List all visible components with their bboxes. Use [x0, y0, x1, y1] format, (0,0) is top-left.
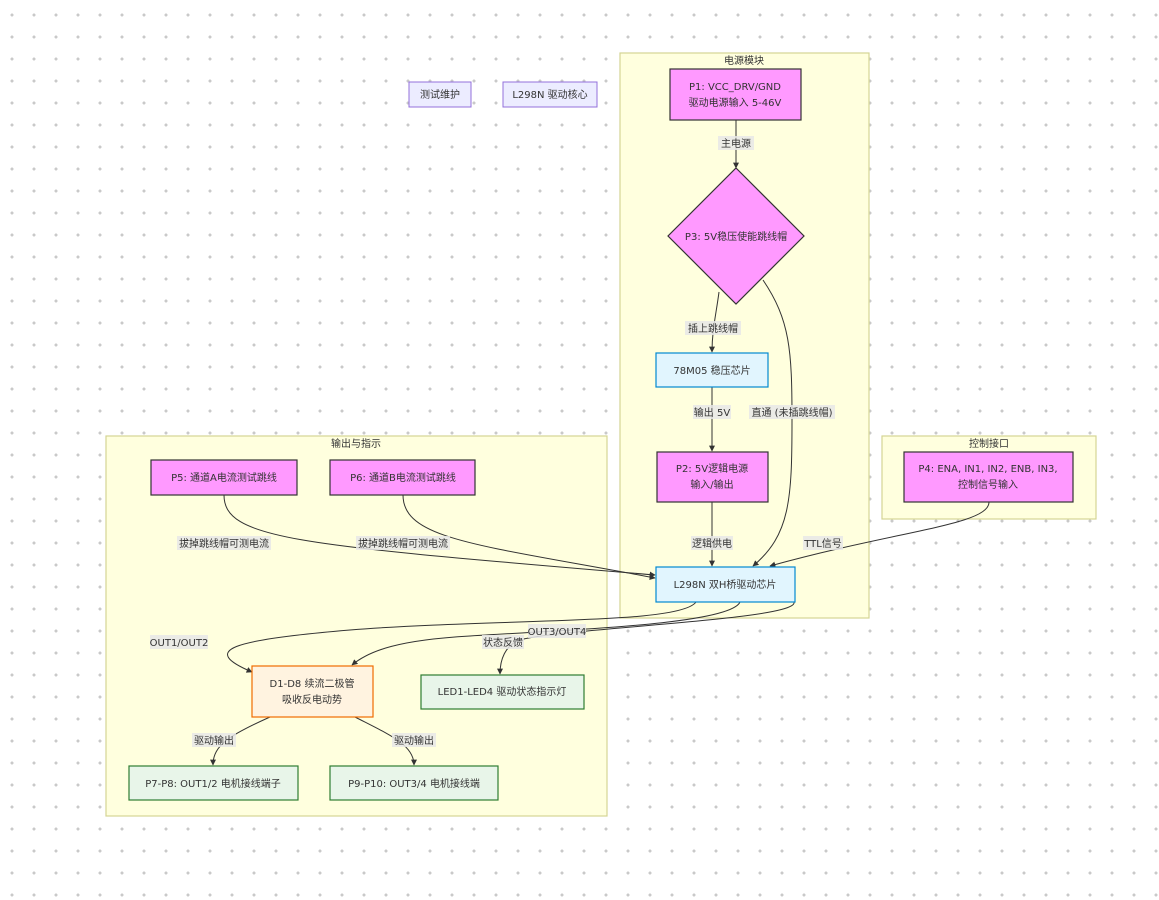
svg-text:P1: VCC_DRV/GND: P1: VCC_DRV/GND — [689, 82, 781, 93]
node-p3[interactable]: P3: 5V稳压使能跳线帽 — [667, 167, 805, 305]
svg-text:OUT1/OUT2: OUT1/OUT2 — [150, 638, 209, 649]
svg-text:输出 5V: 输出 5V — [694, 406, 731, 419]
legend-core-label: L298N 驱动核心 — [512, 88, 587, 101]
svg-text:L298N 双H桥驱动芯片: L298N 双H桥驱动芯片 — [674, 578, 777, 591]
edge-label-main-power: 主电源 — [718, 136, 754, 150]
svg-text:P2: 5V逻辑电源: P2: 5V逻辑电源 — [676, 462, 748, 475]
svg-text:OUT3/OUT4: OUT3/OUT4 — [528, 627, 587, 638]
edge-p5-l298n — [223, 494, 656, 578]
svg-text:驱动电源输入 5-46V: 驱动电源输入 5-46V — [689, 96, 782, 109]
edge-label-direct: 直通 (未插跳线帽) — [749, 405, 835, 419]
node-p6[interactable]: P6: 通道B电流测试跳线 — [329, 459, 476, 496]
legend-core: L298N 驱动核心 — [502, 81, 598, 108]
svg-text:P9-P10: OUT3/4 电机接线端: P9-P10: OUT3/4 电机接线端 — [348, 777, 480, 790]
node-p1[interactable]: P1: VCC_DRV/GND 驱动电源输入 5-46V — [669, 68, 802, 121]
svg-text:78M05 稳压芯片: 78M05 稳压芯片 — [673, 364, 750, 377]
edge-label-remove-a: 拔掉跳线帽可测电流 — [177, 536, 271, 550]
node-p9[interactable]: P9-P10: OUT3/4 电机接线端 — [329, 765, 499, 801]
edge-l298n-diode-b — [351, 601, 741, 666]
node-p7[interactable]: P7-P8: OUT1/2 电机接线端子 — [128, 765, 299, 801]
node-p2[interactable]: P2: 5V逻辑电源 输入/输出 — [656, 451, 769, 503]
svg-text:拔掉跳线帽可测电流: 拔掉跳线帽可测电流 — [358, 537, 448, 550]
cluster-output: 输出与指示 — [105, 435, 608, 817]
edge-label-logic: 逻辑供电 — [691, 536, 733, 550]
svg-text:TTL信号: TTL信号 — [803, 538, 842, 550]
svg-text:驱动输出: 驱动输出 — [194, 734, 234, 747]
svg-text:P6: 通道B电流测试跳线: P6: 通道B电流测试跳线 — [350, 471, 456, 484]
edge-label-status: 状态反馈 — [482, 635, 524, 649]
svg-text:吸收反电动势: 吸收反电动势 — [282, 693, 342, 706]
cluster-power-title: 电源模块 — [724, 54, 764, 67]
svg-text:输入/输出: 输入/输出 — [690, 478, 733, 491]
svg-text:直通 (未插跳线帽): 直通 (未插跳线帽) — [752, 406, 833, 419]
svg-text:拔掉跳线帽可测电流: 拔掉跳线帽可测电流 — [179, 537, 269, 550]
cluster-output-title: 输出与指示 — [331, 437, 381, 450]
svg-text:状态反馈: 状态反馈 — [483, 636, 523, 649]
node-led[interactable]: LED1-LED4 驱动状态指示灯 — [420, 674, 585, 710]
cluster-control-title: 控制接口 — [969, 437, 1009, 450]
svg-text:驱动输出: 驱动输出 — [394, 734, 434, 747]
svg-text:控制信号输入: 控制信号输入 — [958, 478, 1018, 491]
edge-labels: 主电源 插上跳线帽 输出 5V 直通 (未插跳线帽) 逻辑供电 TTL信号 拔掉… — [150, 136, 843, 747]
node-p4[interactable]: P4: ENA, IN1, IN2, ENB, IN3, 控制信号输入 — [903, 451, 1074, 503]
edge-l298n-diode-a — [227, 601, 697, 673]
svg-text:主电源: 主电源 — [721, 137, 751, 150]
svg-text:插上跳线帽: 插上跳线帽 — [688, 322, 738, 335]
node-regulator[interactable]: 78M05 稳压芯片 — [655, 352, 769, 388]
svg-text:D1-D8 续流二极管: D1-D8 续流二极管 — [270, 677, 355, 690]
edge-label-jumper-on: 插上跳线帽 — [685, 321, 741, 335]
edges — [210, 120, 990, 766]
edge-label-out12: OUT1/OUT2 — [150, 635, 209, 649]
edge-label-out5v: 输出 5V — [693, 405, 731, 419]
edge-label-ttl: TTL信号 — [803, 536, 843, 550]
edge-p4-l298n — [769, 501, 990, 568]
svg-text:逻辑供电: 逻辑供电 — [692, 537, 732, 550]
edge-p6-l298n — [402, 494, 656, 580]
svg-text:P5: 通道A电流测试跳线: P5: 通道A电流测试跳线 — [171, 471, 277, 484]
node-p5[interactable]: P5: 通道A电流测试跳线 — [150, 459, 298, 496]
svg-text:LED1-LED4 驱动状态指示灯: LED1-LED4 驱动状态指示灯 — [438, 685, 567, 698]
svg-text:P7-P8: OUT1/2 电机接线端子: P7-P8: OUT1/2 电机接线端子 — [145, 777, 281, 790]
edge-label-drive-a: 驱动输出 — [192, 733, 236, 747]
edge-label-remove-b: 拔掉跳线帽可测电流 — [356, 536, 450, 550]
node-diode[interactable]: D1-D8 续流二极管 吸收反电动势 — [251, 665, 374, 718]
edge-p3-l298n — [752, 279, 793, 567]
edge-label-out34: OUT3/OUT4 — [528, 624, 587, 638]
legend-test-label: 测试维护 — [420, 88, 460, 101]
svg-text:P4: ENA, IN1, IN2, ENB, IN3,: P4: ENA, IN1, IN2, ENB, IN3, — [918, 464, 1057, 475]
node-l298n[interactable]: L298N 双H桥驱动芯片 — [655, 566, 796, 603]
svg-text:P3: 5V稳压使能跳线帽: P3: 5V稳压使能跳线帽 — [685, 230, 787, 243]
legend-test: 测试维护 — [408, 81, 472, 108]
edge-label-drive-b: 驱动输出 — [392, 733, 436, 747]
